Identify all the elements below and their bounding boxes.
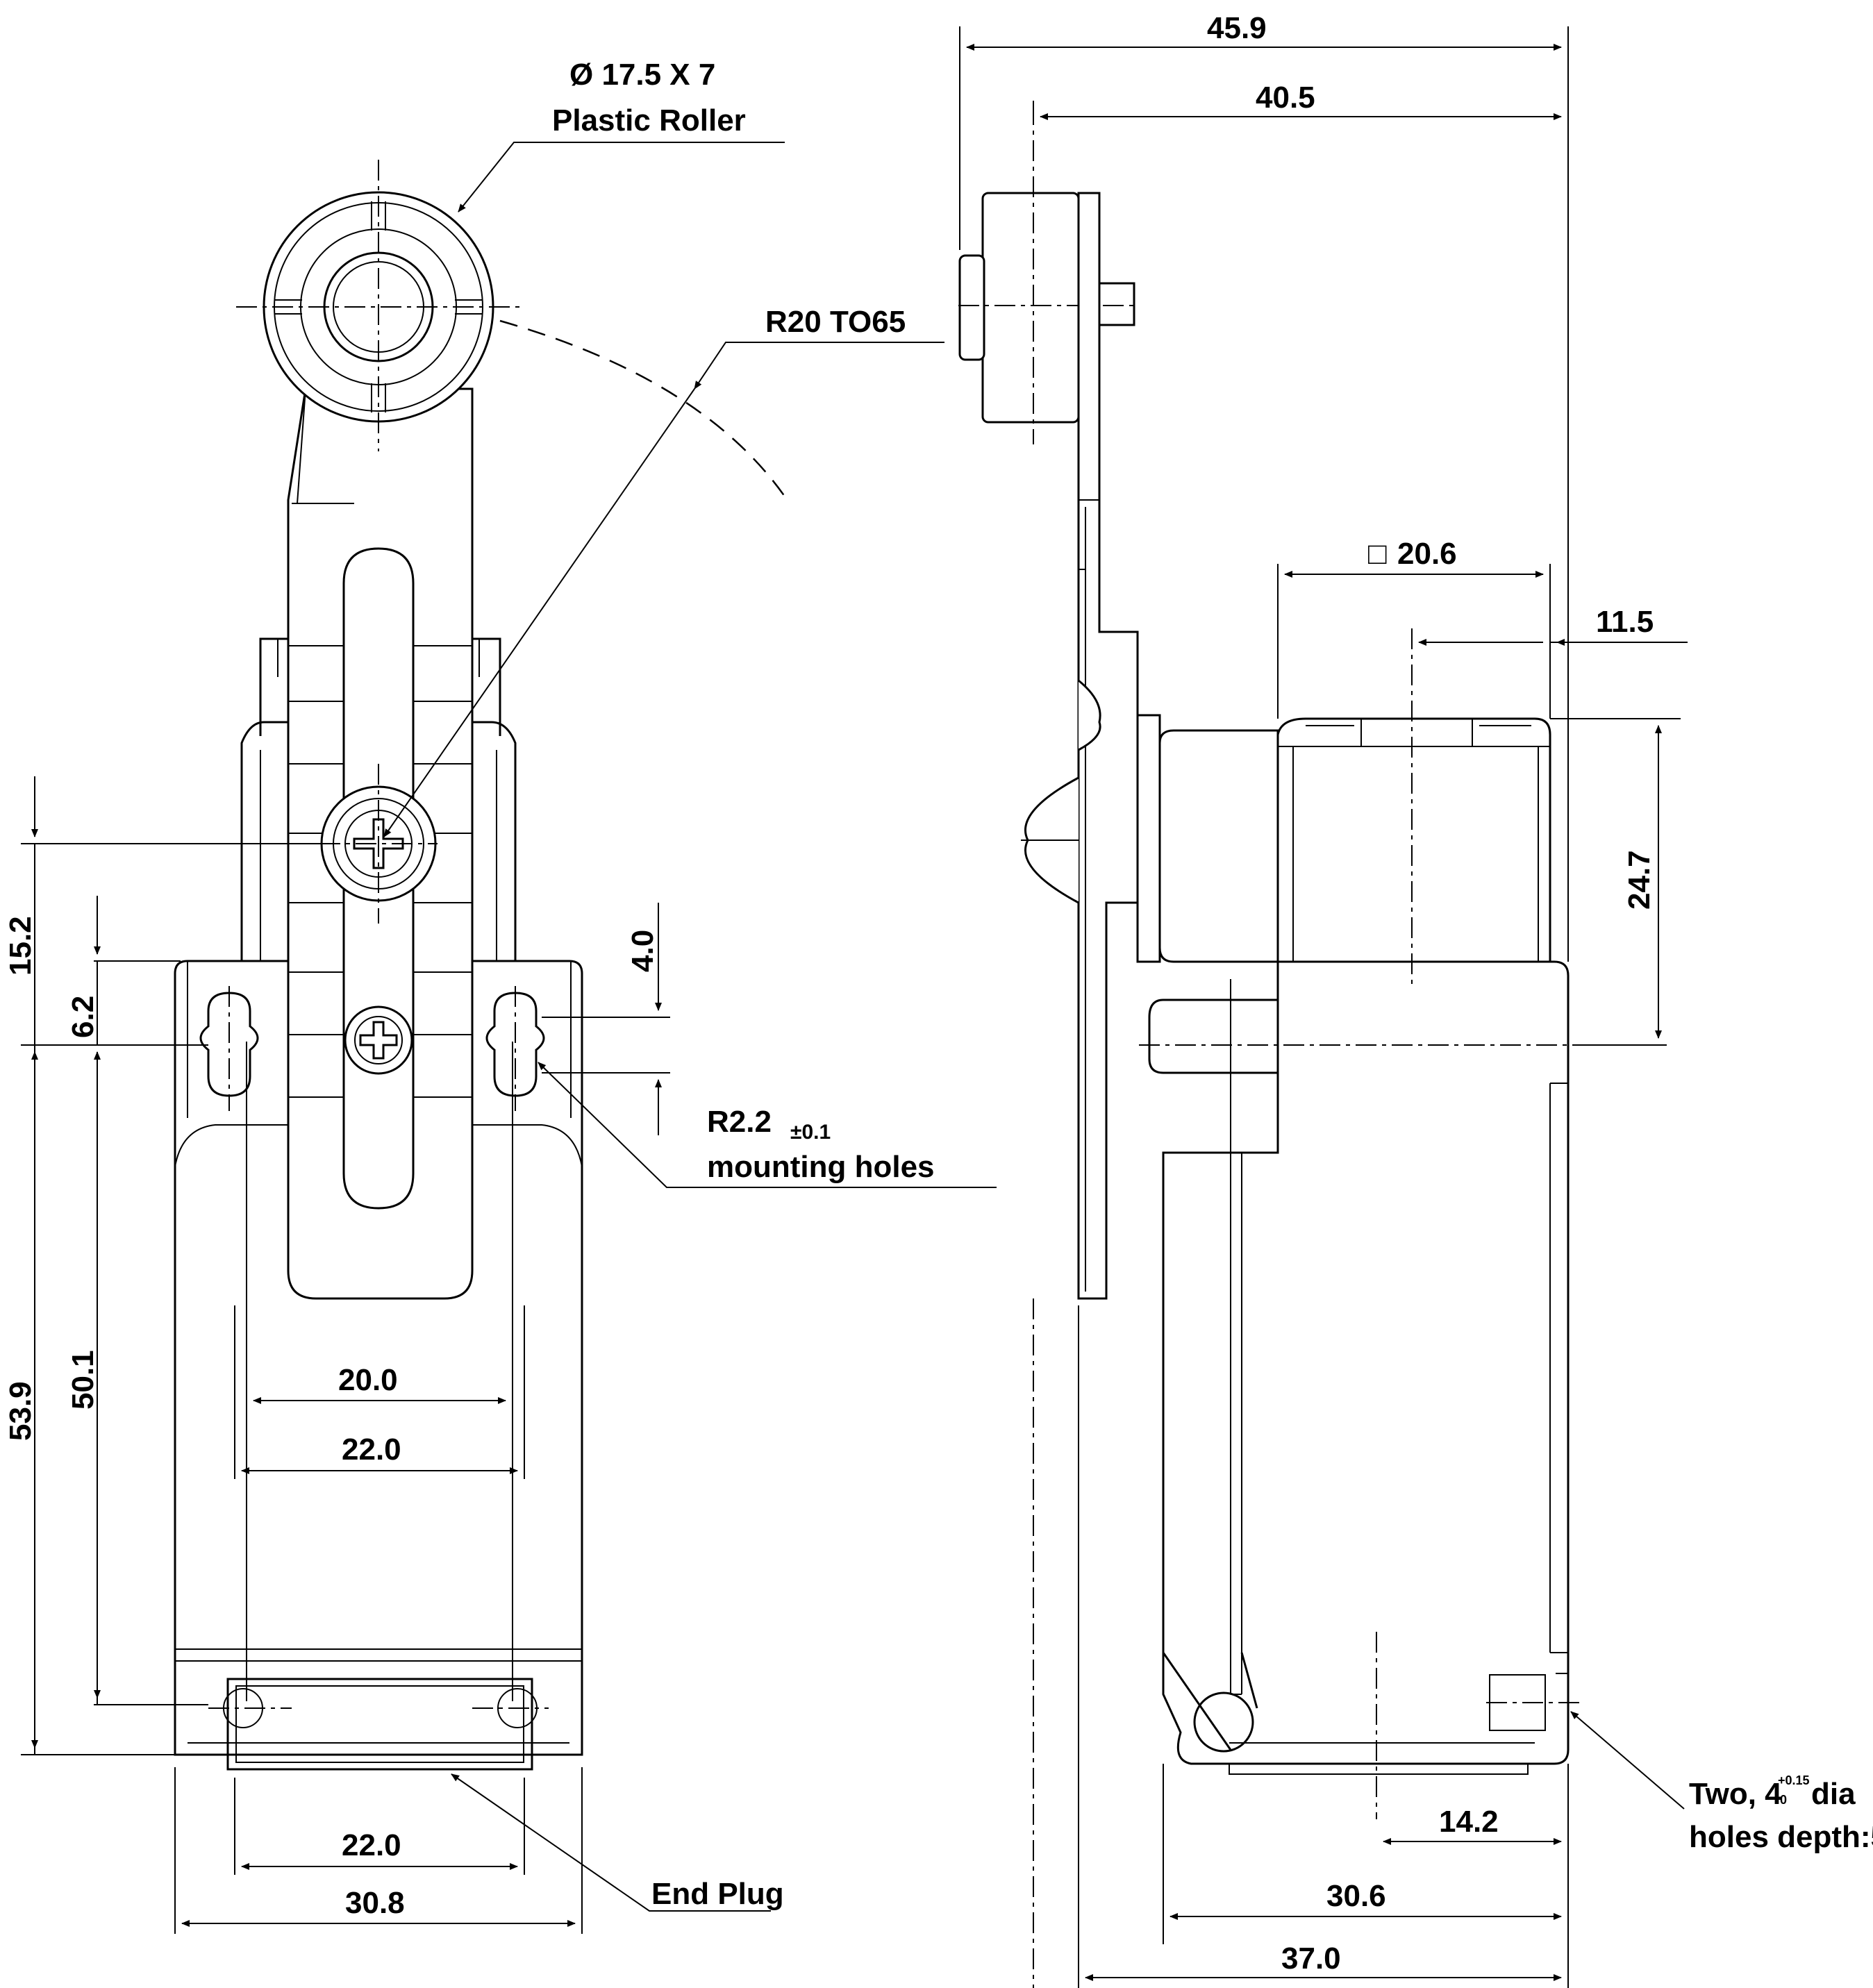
dim-22-0-bottom: 22.0 (342, 1828, 401, 1862)
holes-note-suffix: dia (1811, 1777, 1856, 1811)
dim-24-7: 24.7 (1622, 850, 1656, 910)
dim-30-6: 30.6 (1326, 1879, 1386, 1913)
hole-tolerance-label: ±0.1 (790, 1121, 831, 1144)
dim-40-5: 40.5 (1256, 81, 1315, 115)
square-symbol: □ (1368, 537, 1387, 571)
dim-30-8: 30.8 (345, 1886, 405, 1920)
dim-15-2: 15.2 (3, 916, 38, 976)
front-view: Ø 17.5 X 7 Plastic Roller R20 TO65 R2.2 … (3, 58, 997, 1934)
roller-side (958, 104, 1139, 444)
dim-53-9: 53.9 (3, 1381, 38, 1441)
dim-45-9: 45.9 (1207, 11, 1267, 45)
dim-50-1: 50.1 (66, 1350, 100, 1410)
dim-6-2: 6.2 (66, 996, 100, 1038)
end-plug (208, 1678, 549, 1771)
roller-spec-label: Ø 17.5 X 7 (569, 58, 715, 92)
adjusting-screw (344, 1005, 413, 1075)
mounting-hole-right (485, 992, 545, 1097)
mounting-hole-left (199, 992, 259, 1097)
holes-note-line2: holes depth:5 (1689, 1820, 1873, 1854)
front-leaders (383, 142, 997, 1912)
holes-tol-lower: 0 (1780, 1793, 1787, 1807)
side-dimensions (959, 26, 1688, 1988)
side-leaders (1570, 1711, 1685, 1810)
lever-side (1021, 192, 1139, 1300)
front-labels: Ø 17.5 X 7 Plastic Roller R20 TO65 R2.2 … (3, 58, 935, 1920)
housing-side (1136, 714, 1570, 1775)
lever-radius-label: R20 TO65 (765, 305, 906, 339)
side-view: 45.9 40.5 □ 20.6 11.5 24.7 14.2 30.6 37.… (958, 11, 1873, 1988)
roller-name-label: Plastic Roller (552, 103, 746, 137)
dim-20-0: 20.0 (338, 1363, 398, 1397)
holes-tol-upper: +0.15 (1778, 1773, 1810, 1787)
dim-4-0: 4.0 (626, 930, 660, 972)
front-centerlines (228, 160, 786, 1111)
holes-note-prefix: Two, 4 (1689, 1777, 1782, 1811)
dim-22-0-top: 22.0 (342, 1432, 401, 1467)
hole-radius-label: R2.2 (707, 1105, 772, 1139)
front-dimensions (21, 776, 670, 1934)
dim-14-2: 14.2 (1439, 1805, 1499, 1839)
mounting-holes-label: mounting holes (707, 1150, 935, 1184)
side-centerlines (1033, 628, 1583, 1988)
dim-20-6: 20.6 (1397, 537, 1457, 571)
end-plug-label: End Plug (651, 1877, 784, 1911)
side-labels: 45.9 40.5 □ 20.6 11.5 24.7 14.2 30.6 37.… (1207, 11, 1873, 1976)
dim-37-0: 37.0 (1281, 1941, 1341, 1976)
dim-11-5: 11.5 (1596, 605, 1654, 639)
